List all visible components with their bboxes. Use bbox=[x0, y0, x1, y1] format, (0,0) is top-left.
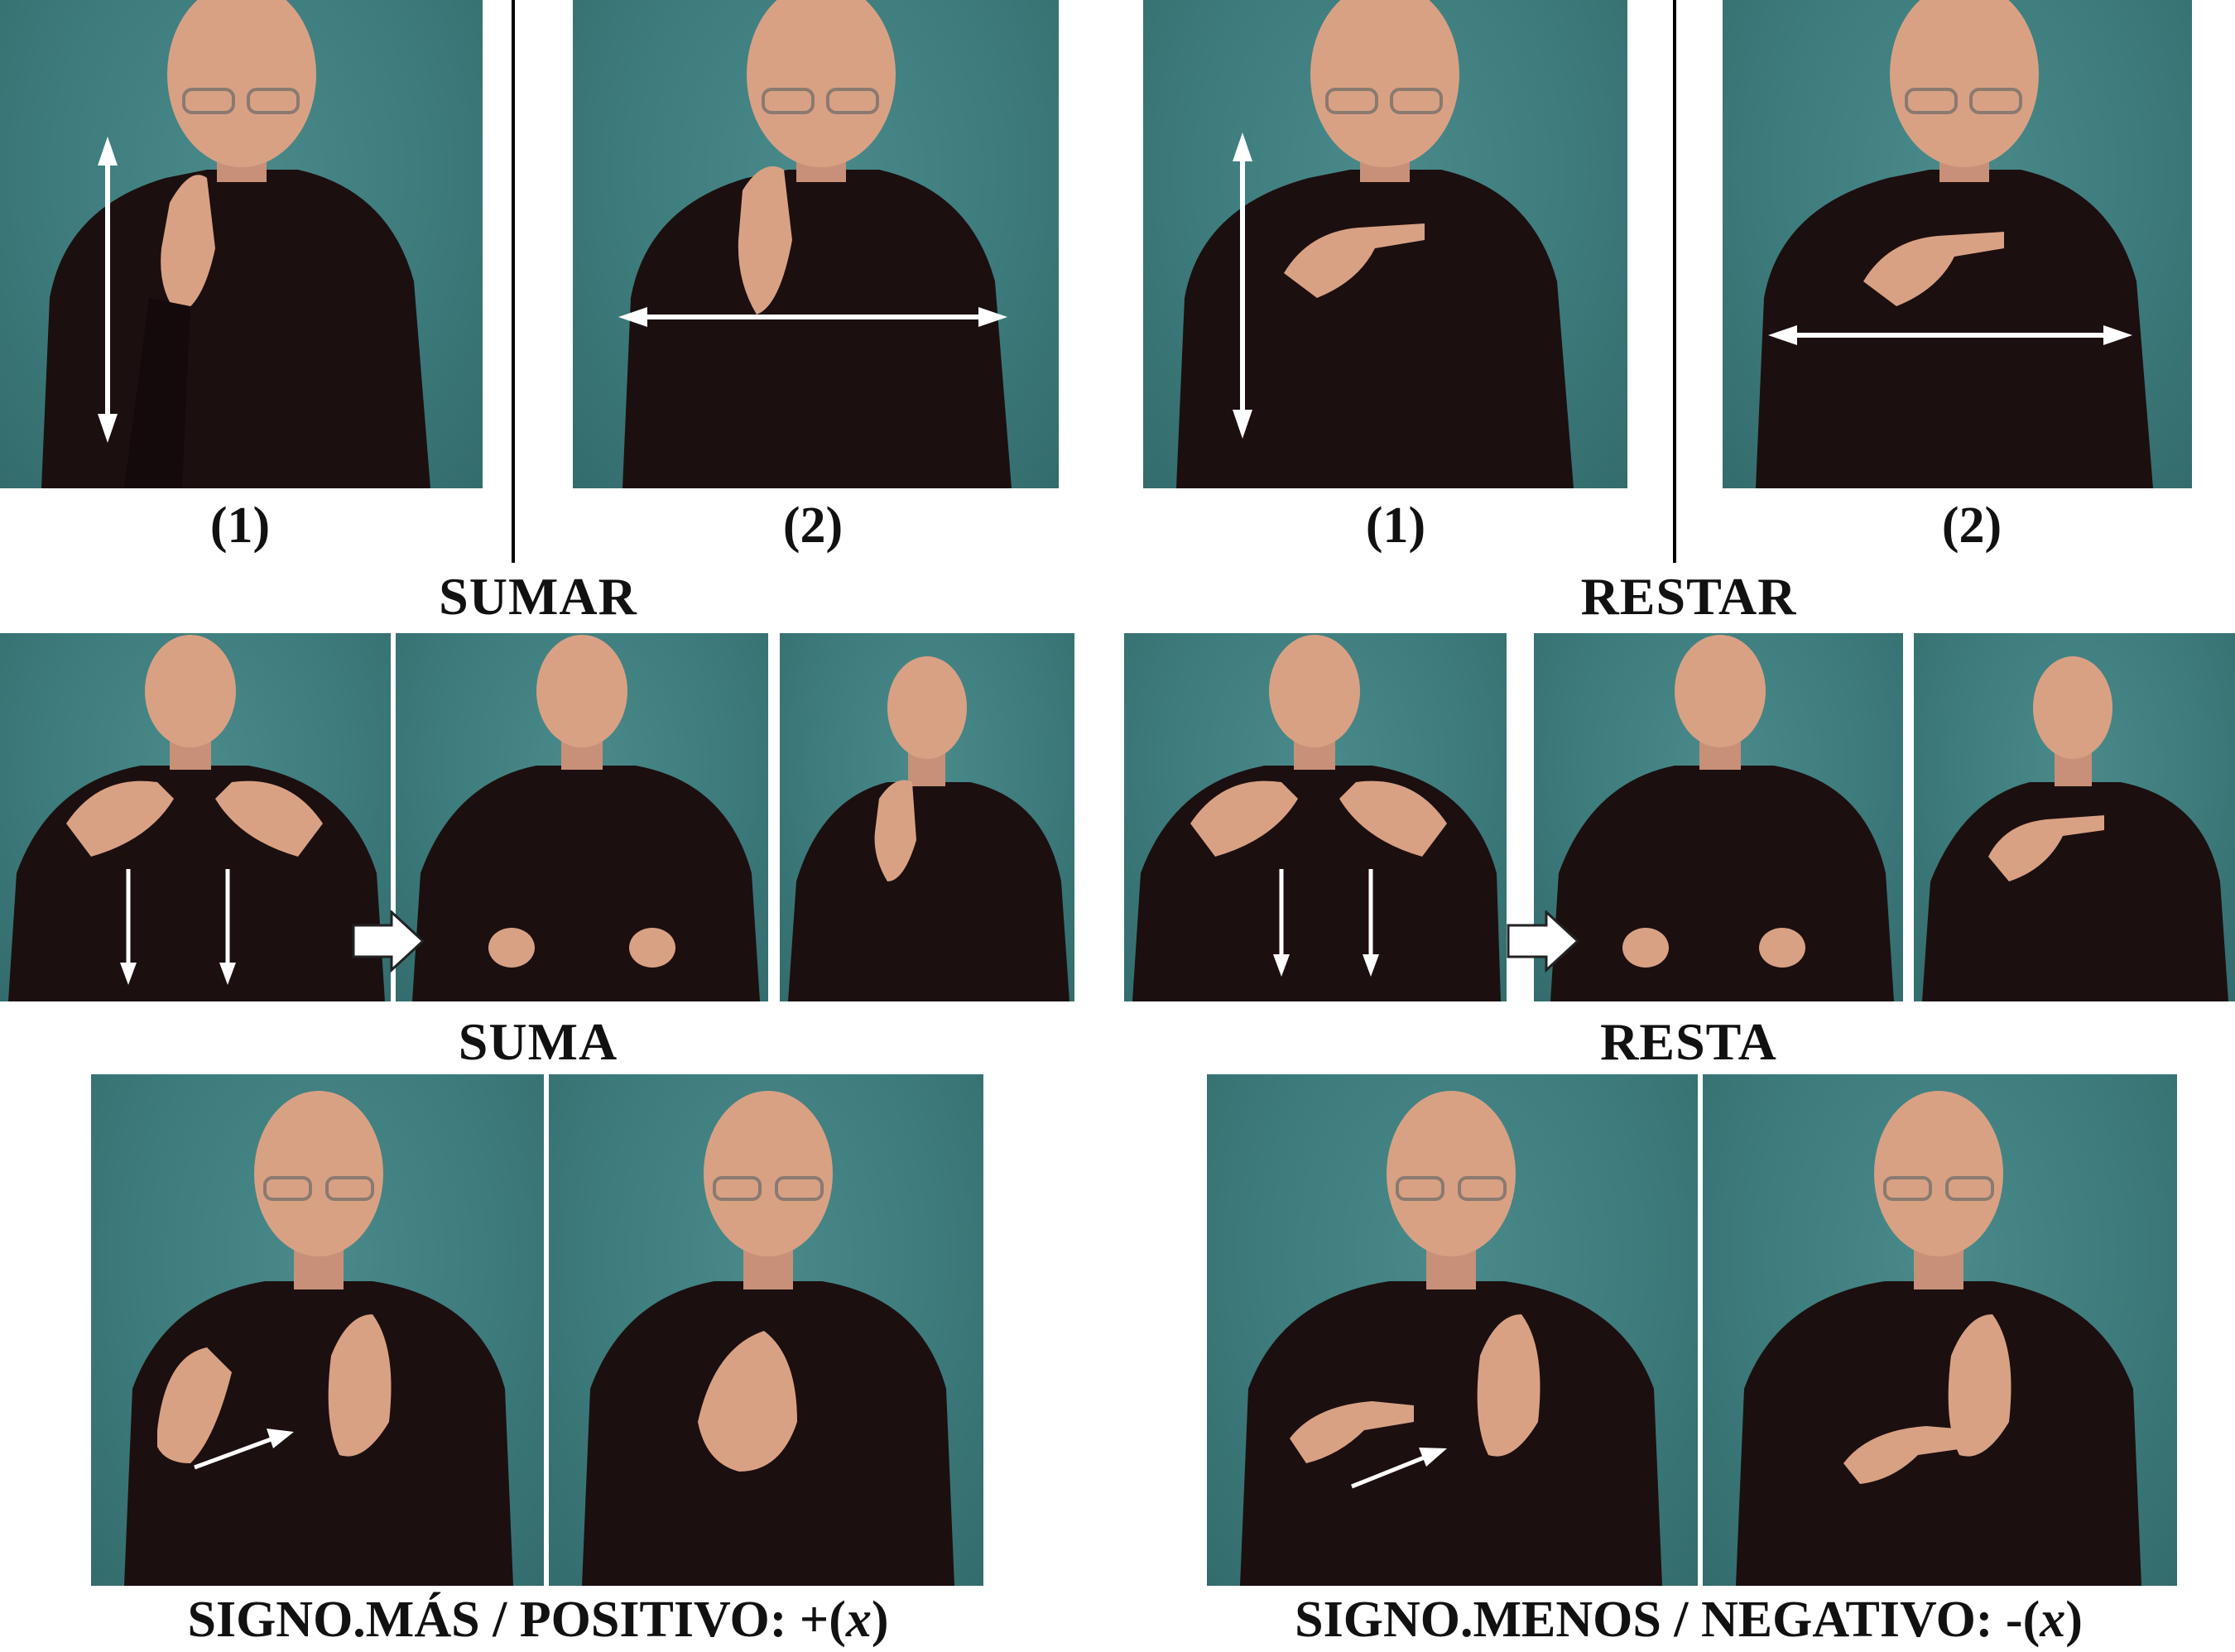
restar-photo-1 bbox=[1143, 0, 1627, 488]
caption-text: SIGNO.MENOS / NEGATIVO: -( bbox=[1295, 1592, 2040, 1648]
resta-photo-3 bbox=[1914, 633, 2235, 1001]
caption-variable: x bbox=[2040, 1592, 2066, 1648]
signo-menos-caption: SIGNO.MENOS / NEGATIVO: -(x) bbox=[1192, 1591, 2185, 1650]
signo-mas-photo-1 bbox=[91, 1074, 544, 1586]
suma-photo-2 bbox=[396, 633, 768, 1001]
signo-menos-photo-1 bbox=[1207, 1074, 1698, 1586]
signer-figure bbox=[1176, 0, 1574, 488]
horizontal-double-arrow-icon bbox=[1768, 325, 2132, 345]
restar-title: RESTAR bbox=[1580, 567, 1797, 626]
diagonal-arrow-icon bbox=[194, 1429, 294, 1470]
signer-figure bbox=[8, 635, 385, 1001]
suma-title: SUMA bbox=[458, 1012, 618, 1071]
signer-figure bbox=[1240, 1091, 1662, 1586]
restar-photo-2 bbox=[1723, 0, 2192, 488]
frame-separator bbox=[768, 633, 773, 1001]
signer-figure bbox=[1756, 0, 2153, 488]
downward-arrow-icon bbox=[120, 869, 236, 985]
next-step-arrow-icon bbox=[352, 910, 425, 972]
resta-photo-1 bbox=[1124, 633, 1507, 1001]
signer-figure bbox=[1922, 656, 2228, 1001]
sumar-step-2-label: (2) bbox=[782, 497, 844, 554]
signer-figure bbox=[1132, 635, 1501, 1001]
resta-title: RESTA bbox=[1600, 1012, 1777, 1071]
frame-separator bbox=[391, 633, 396, 1001]
signer-figure bbox=[1736, 1091, 2141, 1586]
suma-photo-1 bbox=[0, 633, 391, 1001]
signer-figure bbox=[582, 1091, 954, 1586]
signo-mas-caption: SIGNO.MÁS / POSITIVO: +(x) bbox=[50, 1591, 1026, 1650]
sumar-title: SUMAR bbox=[439, 567, 637, 626]
signer-figure bbox=[41, 0, 430, 488]
diagonal-arrow-icon bbox=[1351, 1448, 1447, 1489]
vertical-double-arrow-icon bbox=[1233, 132, 1252, 439]
frame-separator bbox=[1507, 633, 1512, 1001]
next-step-arrow-icon bbox=[1507, 910, 1580, 972]
signer-figure bbox=[788, 656, 1069, 1001]
restar-step-2-label: (2) bbox=[1941, 497, 2002, 554]
frame-separator bbox=[1698, 1074, 1703, 1586]
signer-figure bbox=[1550, 635, 1894, 1001]
restar-step-1-label: (1) bbox=[1365, 497, 1426, 554]
frame-separator bbox=[544, 1074, 549, 1586]
signo-menos-photo-2 bbox=[1703, 1074, 2177, 1586]
suma-photo-3 bbox=[780, 633, 1074, 1001]
signer-figure bbox=[622, 0, 1012, 488]
horizontal-double-arrow-icon bbox=[618, 307, 1007, 327]
sumar-photo-1 bbox=[0, 0, 483, 488]
caption-end: ) bbox=[871, 1592, 889, 1648]
divider-line bbox=[512, 0, 515, 563]
caption-end: ) bbox=[2065, 1592, 2083, 1648]
caption-variable: x bbox=[845, 1592, 872, 1648]
signo-mas-photo-2 bbox=[549, 1074, 983, 1586]
frame-separator bbox=[1903, 633, 1908, 1001]
signer-figure bbox=[124, 1091, 513, 1586]
vertical-double-arrow-icon bbox=[98, 137, 118, 443]
resta-photo-2 bbox=[1534, 633, 1903, 1001]
sumar-step-1-label: (1) bbox=[209, 497, 271, 554]
divider-line bbox=[1673, 0, 1676, 563]
downward-arrow-icon bbox=[1273, 869, 1379, 977]
signer-figure bbox=[412, 635, 760, 1001]
caption-text: SIGNO.MÁS / POSITIVO: +( bbox=[187, 1592, 846, 1648]
sumar-photo-2 bbox=[573, 0, 1059, 488]
